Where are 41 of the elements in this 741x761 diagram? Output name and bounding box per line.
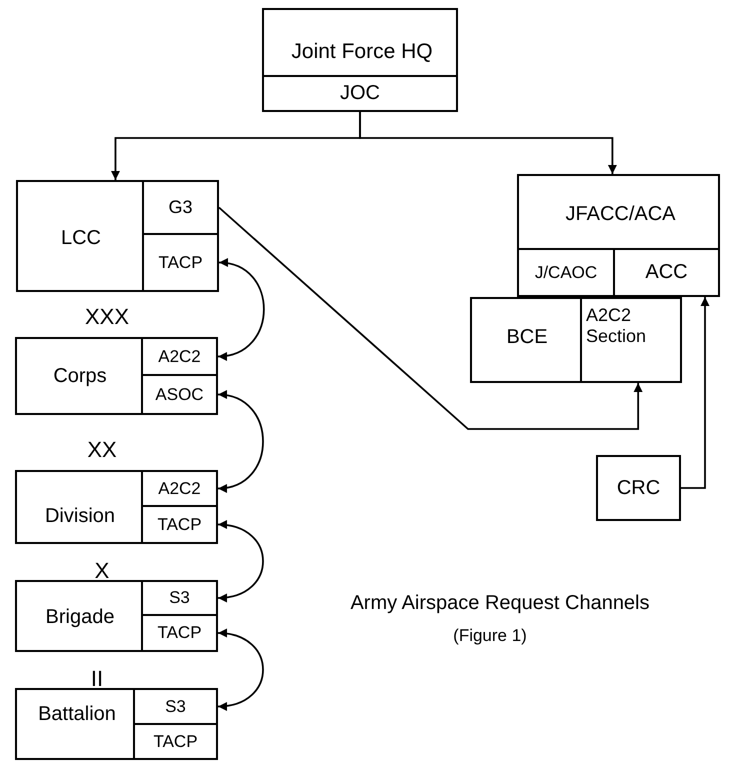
node-label: Battalion [37, 702, 117, 726]
node-label: A2C2 [157, 478, 202, 500]
echelon-mark: X [94, 560, 110, 582]
echelon-mark: XX [87, 439, 117, 461]
arrow [218, 520, 264, 602]
unit-box [517, 174, 720, 297]
arrow [218, 629, 264, 710]
node-label: CRC [616, 476, 662, 500]
diagram-title: Army Airspace Request Channels [349, 592, 651, 615]
unit-box [596, 455, 681, 521]
node-label: ASOC [154, 384, 205, 406]
node-label: A2C2 [157, 346, 202, 368]
node-label: Corps [52, 364, 108, 388]
figure-caption: (Figure 1) [452, 626, 528, 646]
echelon-mark: XXX [84, 306, 130, 328]
node-label: Brigade [44, 604, 116, 630]
node-label: G3 [167, 196, 194, 220]
node-label: TACP [156, 622, 203, 644]
unit-box [470, 297, 682, 383]
node-label: Joint Force HQ [290, 39, 434, 66]
node-label: S3 [168, 587, 191, 610]
node-label: TACP [156, 514, 203, 536]
arrow [218, 206, 643, 430]
node-label: LCC [60, 226, 102, 250]
node-label: TACP [157, 252, 204, 274]
unit-box [16, 180, 219, 292]
node-label: TACP [152, 730, 199, 753]
echelon-mark: II [90, 668, 104, 690]
node-label: JOC [339, 81, 381, 106]
node-label: ACC [644, 260, 689, 285]
arrow [359, 112, 617, 174]
node-label: S3 [164, 696, 187, 718]
node-label: A2C2 Section [585, 305, 648, 348]
node-label: J/CAOC [534, 262, 598, 284]
node-label: JFACC/ACA [564, 202, 677, 226]
node-label: Division [44, 504, 116, 528]
arrow [218, 391, 264, 492]
arrow [218, 259, 265, 360]
unit-box [262, 8, 458, 112]
node-label: BCE [505, 324, 549, 350]
arrow [681, 297, 710, 489]
